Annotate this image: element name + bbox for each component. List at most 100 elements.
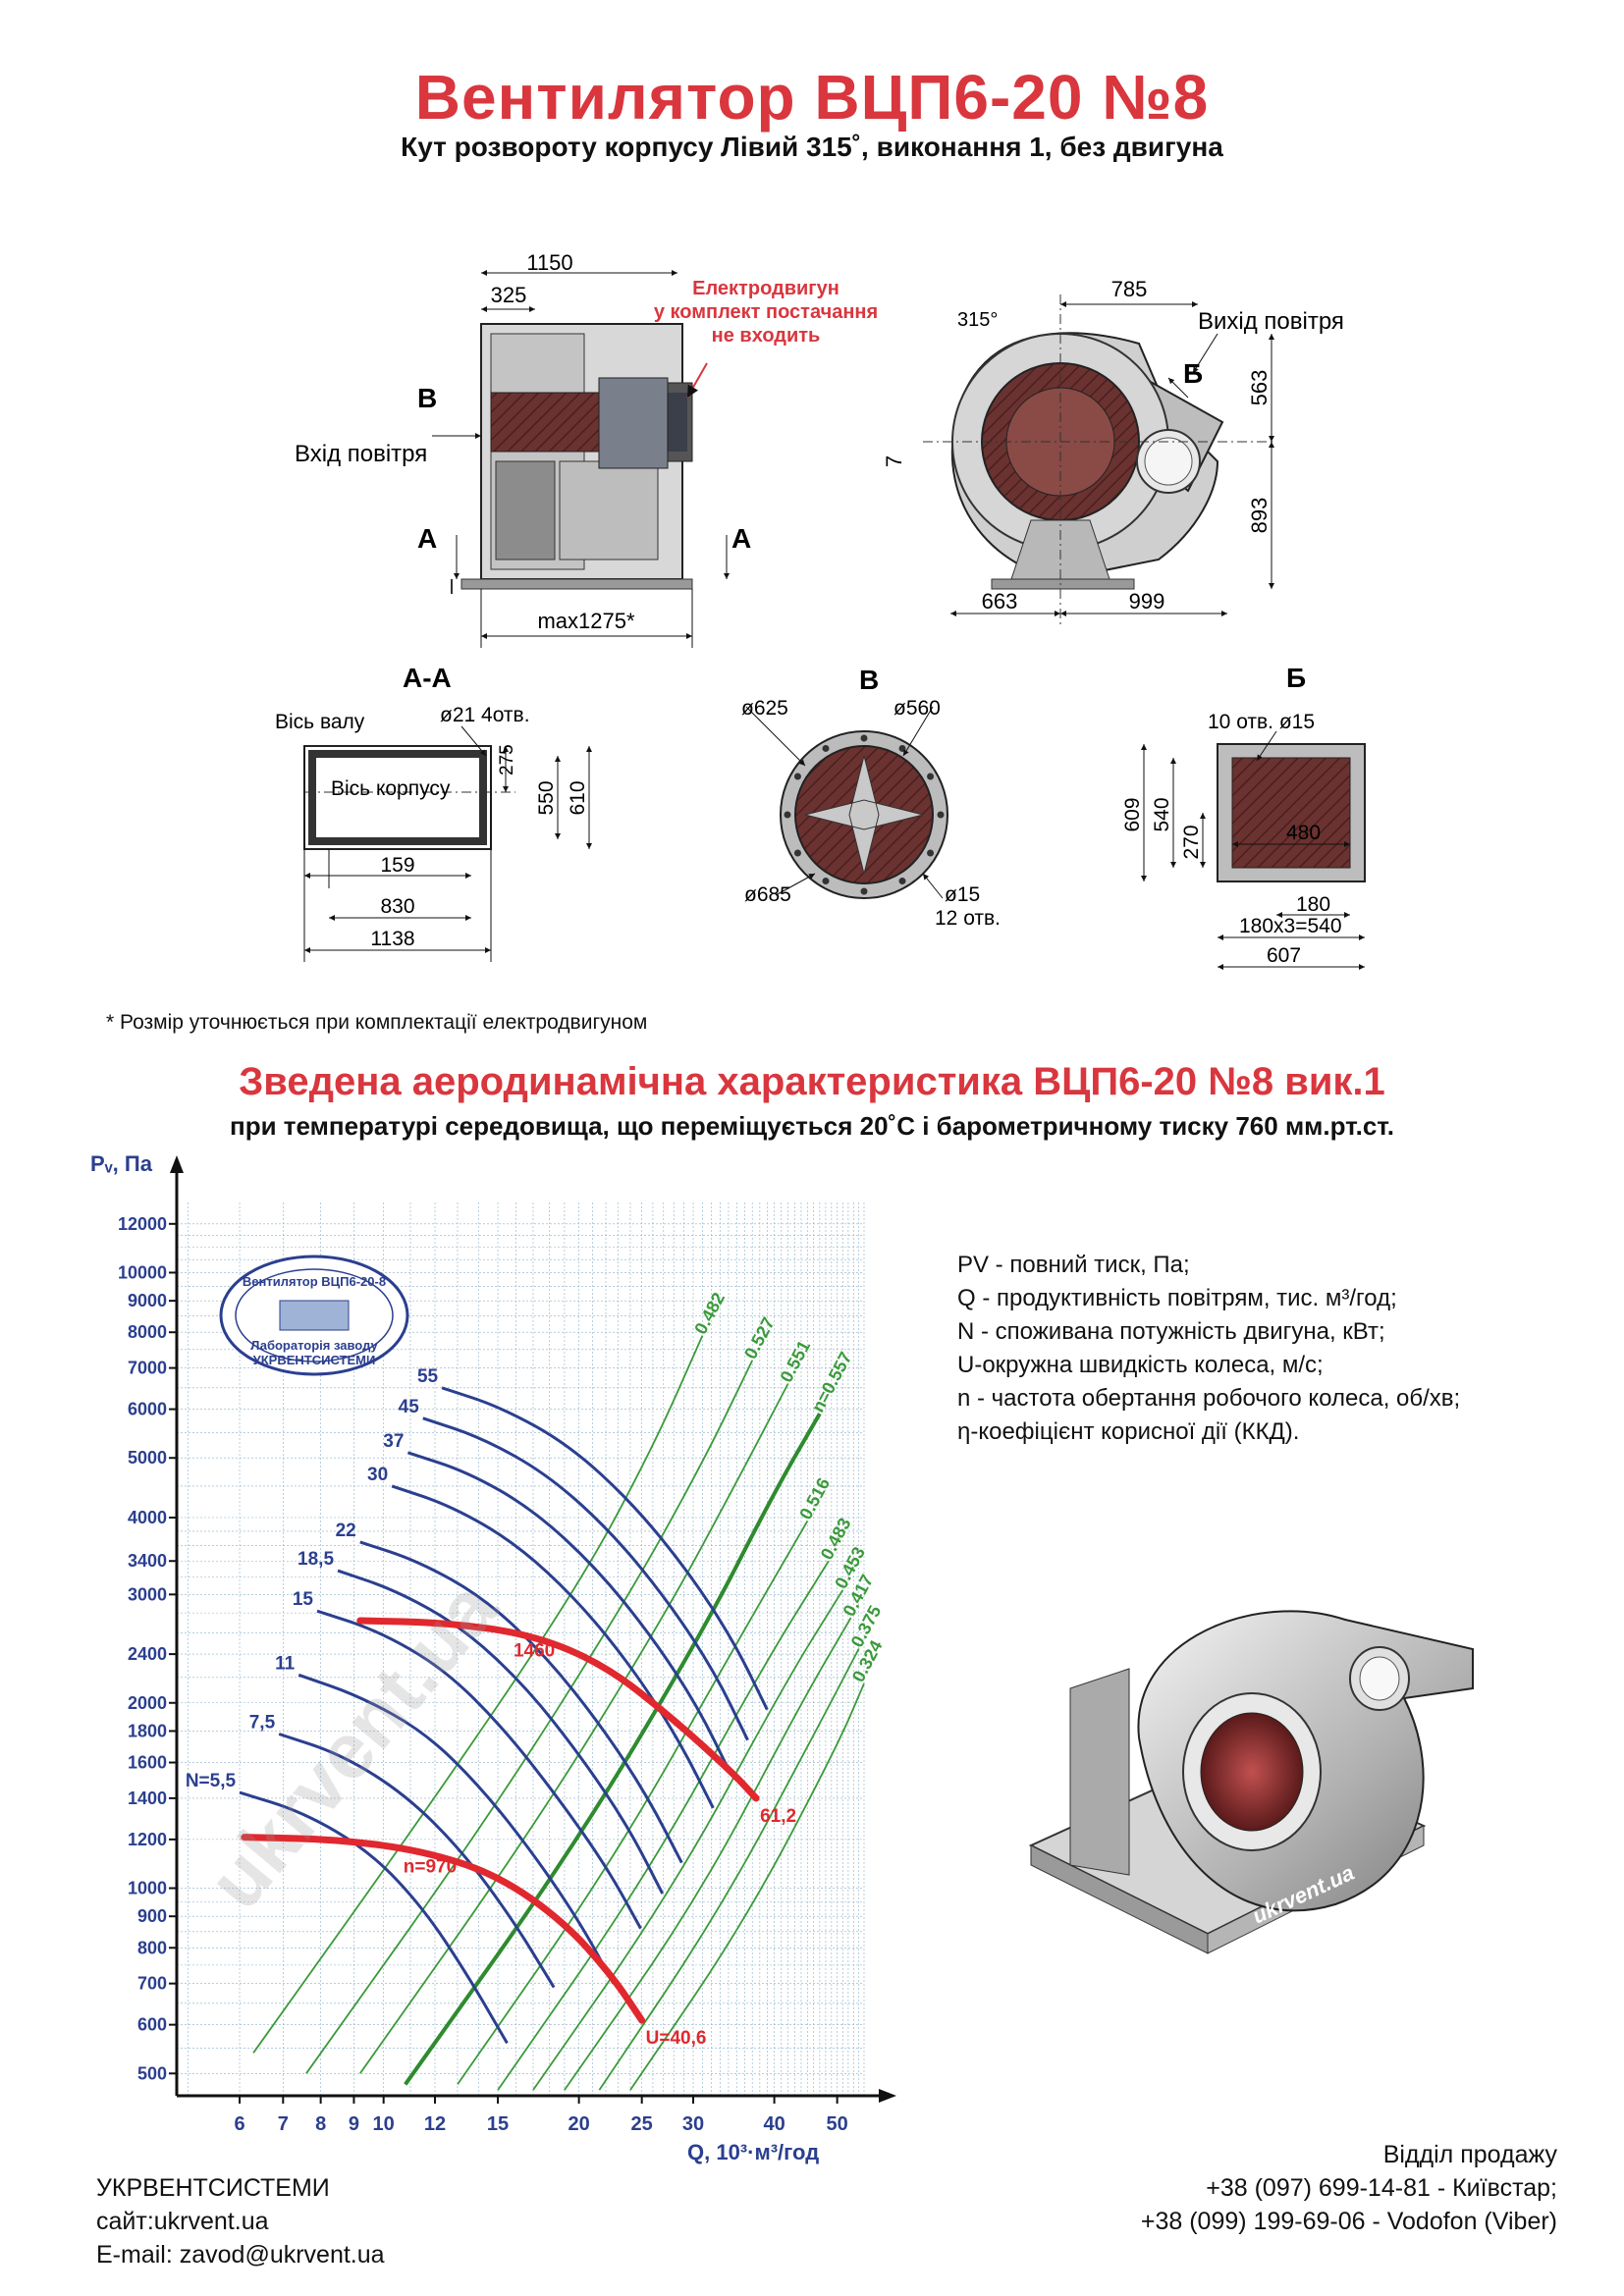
y-tick-label: 2400 xyxy=(128,1644,167,1664)
y-tick-label: 900 xyxy=(137,1906,167,1926)
bolt-hole xyxy=(860,734,868,742)
company-info: УКРВЕНТСИСТЕМИ сайт:ukrvent.ua E-mail: z… xyxy=(96,2171,385,2271)
fan-illustration: ukrvent.ua xyxy=(1028,1610,1474,1954)
power-curve-label: 37 xyxy=(383,1431,404,1452)
dim-550: 550 xyxy=(535,780,558,815)
dim-1138: 1138 xyxy=(370,928,414,950)
speed-curve xyxy=(356,1617,760,1802)
label-d625: ø625 xyxy=(741,697,788,720)
chart-subtitle: при температурі середовища, що переміщує… xyxy=(230,1111,1394,1141)
dim-830: 830 xyxy=(380,895,414,918)
dim-270: 270 xyxy=(1180,825,1203,859)
speed-curve-end-label: U=40,6 xyxy=(646,2028,707,2049)
dim-480: 480 xyxy=(1286,822,1321,844)
y-tick-label: 6000 xyxy=(128,1400,167,1419)
power-curve xyxy=(298,1673,616,1985)
x-tick-label: 10 xyxy=(373,2113,395,2135)
motor-note-line3: не входить xyxy=(712,325,821,347)
bolt-hole xyxy=(860,887,868,895)
legend-item: U-окружна швидкість колеса, м/с; xyxy=(957,1352,1324,1378)
y-tick-label: 600 xyxy=(137,2015,167,2035)
front-view-drawing xyxy=(923,294,1276,628)
power-curve xyxy=(239,1790,509,2045)
efficiency-label: 0.551 xyxy=(776,1337,814,1385)
sales-phone-kyivstar: +38 (097) 699-14-81 - Київстар; xyxy=(1206,2174,1557,2202)
motor-note-line1: Електродвигун xyxy=(692,278,839,299)
power-curve xyxy=(278,1733,556,1989)
x-tick-label: 7 xyxy=(278,2113,289,2135)
dim-893: 893 xyxy=(1247,498,1272,534)
motor-note-line2: у комплект постачання xyxy=(654,301,878,323)
efficiency-line xyxy=(457,1520,809,2085)
view-v-title: В xyxy=(859,665,879,695)
power-curve-label: 30 xyxy=(367,1465,388,1485)
y-tick-label: 10000 xyxy=(118,1262,167,1282)
label-holes-21: ø21 4отв. xyxy=(440,704,530,726)
dim-275: 275 xyxy=(497,744,517,775)
power-curve-label: 15 xyxy=(293,1589,314,1610)
label-d15: ø15 xyxy=(945,883,980,906)
power-curve-label: 11 xyxy=(275,1653,296,1674)
x-tick-label: 15 xyxy=(487,2113,509,2135)
power-curve-label: 22 xyxy=(336,1521,356,1541)
y-tick-label: 3400 xyxy=(128,1551,167,1571)
efficiency-line xyxy=(359,1383,789,2074)
x-tick-label: 9 xyxy=(349,2113,359,2135)
bolt-hole xyxy=(927,773,935,780)
label-d685: ø685 xyxy=(744,883,791,906)
y-tick-label: 1200 xyxy=(128,1830,167,1849)
sales-title: Відділ продажу xyxy=(1382,2141,1557,2168)
y-tick-label: 700 xyxy=(137,1974,167,1994)
power-curve-label: 45 xyxy=(399,1397,420,1417)
bolt-hole xyxy=(927,849,935,857)
stamp-bottom-text-2: УКРВЕНТСИСТЕМИ xyxy=(253,1353,376,1367)
y-tick-label: 7000 xyxy=(128,1359,167,1378)
x-tick-label: 8 xyxy=(315,2113,326,2135)
power-curve-label: 18,5 xyxy=(298,1549,334,1570)
side-view-drawing xyxy=(432,270,730,648)
chart-legend: PV - повний тиск, Па; Q - продуктивність… xyxy=(957,1249,1460,1449)
y-tick-label: 2000 xyxy=(128,1693,167,1713)
y-tick-label: 9000 xyxy=(128,1291,167,1310)
x-tick-label: 50 xyxy=(827,2113,848,2135)
dim-max1275: max1275* xyxy=(537,609,635,633)
dim-159: 159 xyxy=(380,854,414,877)
x-tick-label: 25 xyxy=(631,2113,653,2135)
power-curve xyxy=(406,1451,732,1776)
y-tick-label: 8000 xyxy=(128,1322,167,1342)
dim-1150: 1150 xyxy=(526,250,572,275)
company-email: E-mail: zavod@ukrvent.ua xyxy=(96,2241,385,2269)
sales-info: Відділ продажу +38 (097) 699-14-81 - Киї… xyxy=(1141,2138,1557,2238)
x-tick-label: 30 xyxy=(682,2113,704,2135)
dim-607: 607 xyxy=(1267,944,1301,967)
y-tick-label: 500 xyxy=(137,2063,167,2083)
dim-999: 999 xyxy=(1129,589,1165,614)
y-axis-arrow xyxy=(170,1155,184,1173)
y-tick-label: 5000 xyxy=(128,1448,167,1468)
section-aa-drawing xyxy=(303,725,592,962)
angle-315: 315° xyxy=(957,309,998,331)
view-v-drawing xyxy=(745,706,948,899)
page-title: Вентилятор ВЦП6-20 №8 xyxy=(414,62,1210,133)
view-b-drawing xyxy=(1141,730,1366,970)
bolt-hole xyxy=(784,811,791,819)
label-body-axis: Вісь корпусу xyxy=(331,777,451,800)
x-axis-arrow xyxy=(879,2089,896,2103)
legend-item: N - споживана потужність двигуна, кВт; xyxy=(957,1318,1385,1345)
sales-phone-vodafone: +38 (099) 199-69-06 - Vodofon (Viber) xyxy=(1140,2208,1557,2235)
speed-curve-end-label: 61,2 xyxy=(760,1806,796,1827)
legend-item: PV - повний тиск, Па; xyxy=(957,1252,1190,1278)
power-curve xyxy=(359,1540,683,1864)
dim-785: 785 xyxy=(1111,277,1148,301)
power-curve-label: 55 xyxy=(417,1366,439,1387)
legend-item: Q - продуктивність повітрям, тис. м³/год… xyxy=(957,1285,1397,1311)
speed-curve-label: n=970 xyxy=(404,1856,457,1877)
legend-item: η-коефіцієнт корисної дії (ККД). xyxy=(957,1418,1300,1445)
view-b-title: Б xyxy=(1286,663,1306,693)
efficiency-line xyxy=(305,1360,754,2074)
stamp-bottom-text-1: Лабораторія заводу xyxy=(250,1338,378,1353)
x-tick-label: 6 xyxy=(234,2113,244,2135)
footnote: * Розмір уточнюється при комплектації ел… xyxy=(106,1011,648,1034)
efficiency-line xyxy=(252,1335,704,2054)
